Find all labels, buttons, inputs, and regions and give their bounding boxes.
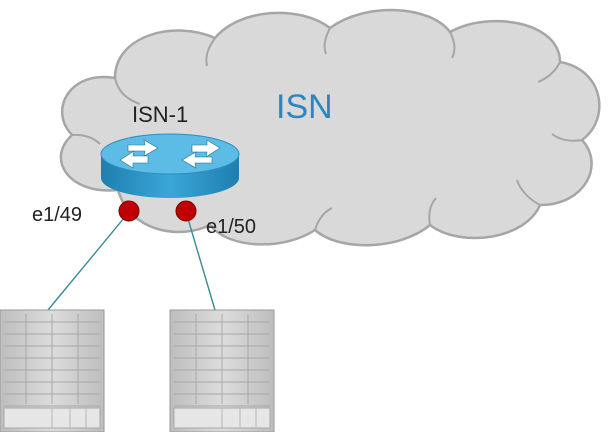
port-e1-50-dot[interactable]	[175, 200, 197, 222]
router-name: ISN-1	[132, 102, 189, 127]
switch-chassis-icon[interactable]	[0, 309, 105, 432]
link-e1-49	[47, 211, 130, 311]
port-label-e1-50: e1/50	[206, 216, 257, 238]
switch-chassis-icon[interactable]	[169, 309, 275, 432]
router-icon[interactable]	[100, 133, 240, 198]
port-e1-49-dot[interactable]	[118, 200, 140, 222]
port-label-e1-49: e1/49	[32, 204, 83, 226]
cloud-label: ISN	[276, 88, 333, 126]
link-e1-50	[185, 211, 216, 311]
